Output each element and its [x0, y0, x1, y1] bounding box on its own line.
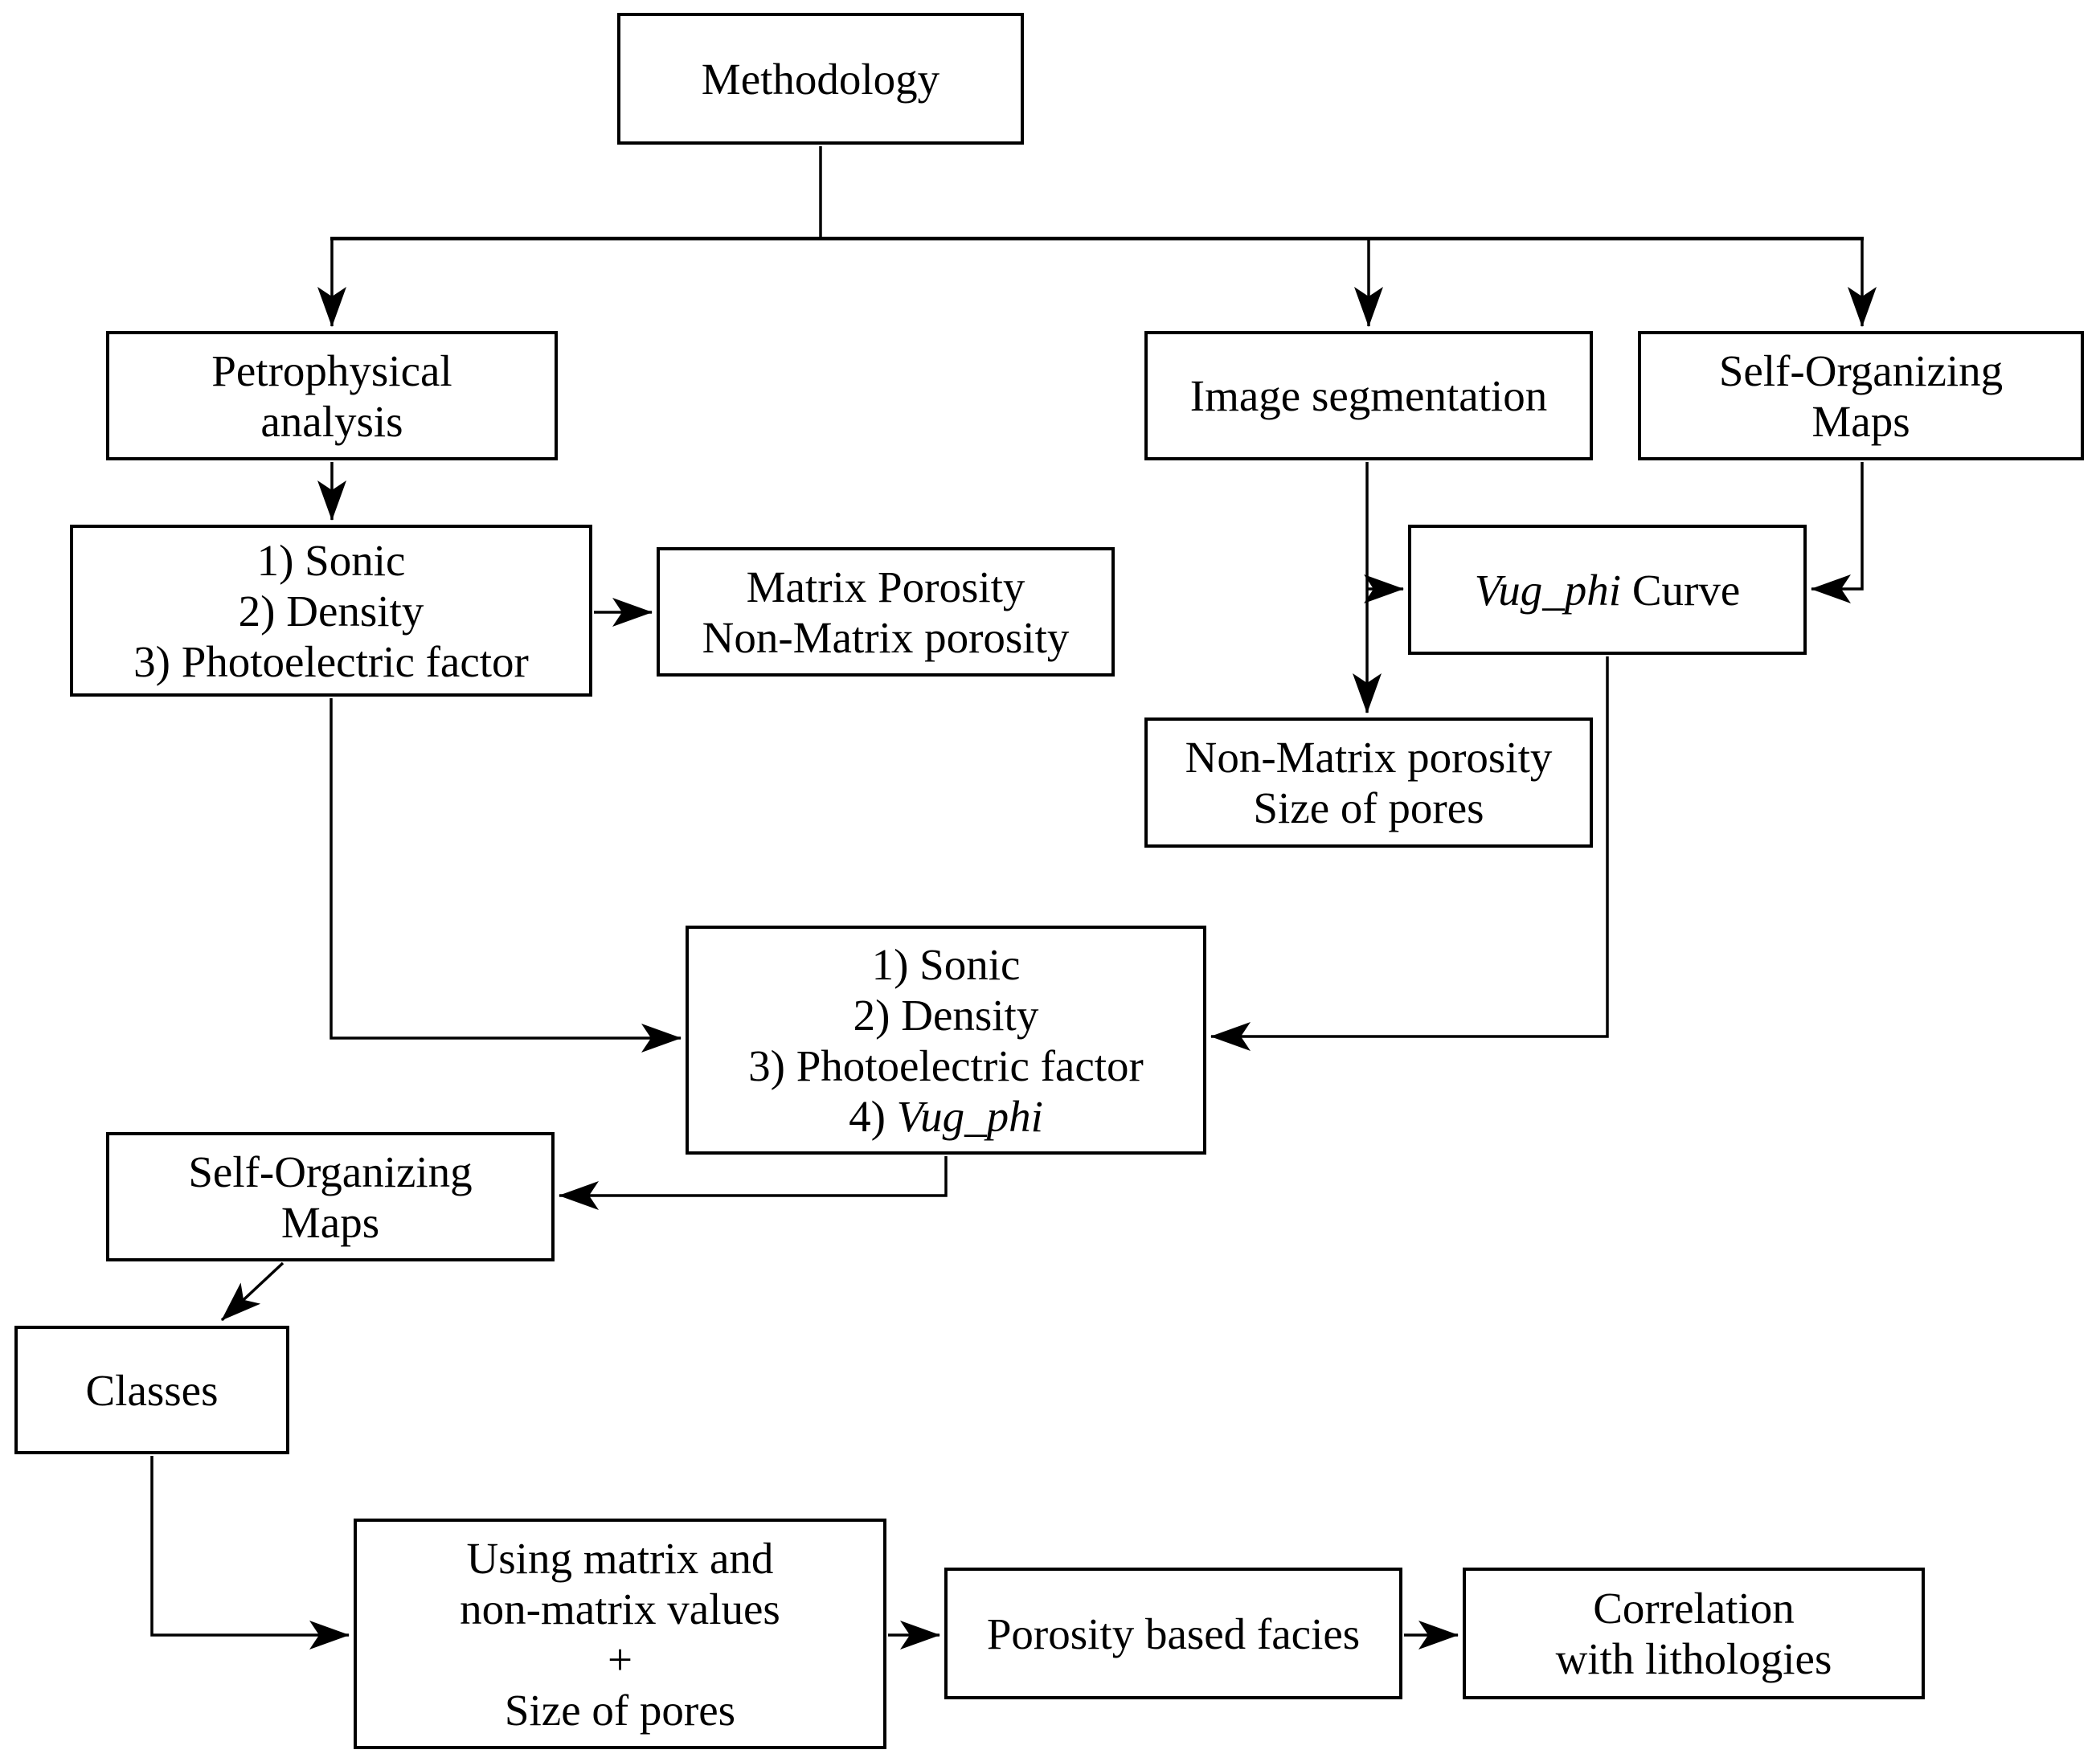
- edge-som-to-vugphi: [1811, 462, 1864, 603]
- node-methodology: Methodology: [617, 13, 1024, 145]
- node-classes-label: Classes: [85, 1365, 219, 1415]
- node-correlation-line1: Correlation: [1593, 1584, 1795, 1633]
- node-using-matrix-values: Using matrix and non-matrix values + Siz…: [354, 1519, 886, 1749]
- node-using-line1: Using matrix and: [466, 1533, 774, 1583]
- node-logs3-line3: 3) Photoelectric factor: [133, 636, 529, 686]
- node-using-line3: +: [607, 1634, 633, 1684]
- node-correlation-line2: with lithologies: [1555, 1634, 1832, 1683]
- node-using-line2: non-matrix values: [460, 1584, 780, 1633]
- node-nonmatrix-line1: Non-Matrix porosity: [1185, 733, 1553, 782]
- node-correlation-with-lithologies: Correlation with lithologies: [1463, 1568, 1925, 1699]
- node-logs3-line1: 1) Sonic: [256, 535, 406, 585]
- edge-som-lower-to-classes: [220, 1261, 285, 1322]
- node-log-inputs-3: 1) Sonic 2) Density 3) Photoelectric fac…: [70, 525, 592, 697]
- node-petrophysical-analysis: Petrophysical analysis: [106, 331, 558, 460]
- node-vugphi-italic: Vug_phi: [1474, 565, 1622, 615]
- node-self-organizing-maps-lower: Self-Organizing Maps: [106, 1132, 555, 1261]
- node-classes: Classes: [14, 1326, 289, 1454]
- node-som-lower-line2: Maps: [280, 1197, 380, 1247]
- node-matrix-line1: Matrix Porosity: [746, 562, 1025, 611]
- node-logs4-line3: 3) Photoelectric factor: [748, 1040, 1144, 1090]
- node-vug-phi-curve: Vug_phi Curve: [1408, 525, 1807, 655]
- node-logs3-line2: 2) Density: [238, 586, 424, 636]
- node-vugphi-rest: Curve: [1621, 565, 1741, 615]
- node-methodology-label: Methodology: [701, 54, 940, 104]
- node-nonmatrix-line2: Size of pores: [1253, 783, 1484, 832]
- node-logs4-line1: 1) Sonic: [871, 939, 1021, 989]
- node-self-organizing-maps-top: Self-Organizing Maps: [1638, 331, 2084, 460]
- node-logs4-line2: 2) Density: [853, 990, 1039, 1040]
- node-image-segmentation: Image segmentation: [1144, 331, 1593, 460]
- edge-logs4-to-som-lower: [559, 1156, 948, 1210]
- node-logs4-line4-prefix: 4): [849, 1091, 897, 1141]
- node-som-top-line2: Maps: [1811, 396, 1910, 446]
- edge-logs3-to-logs4: [330, 698, 682, 1053]
- node-log-inputs-4: 1) Sonic 2) Density 3) Photoelectric fac…: [686, 926, 1206, 1155]
- node-petrophysical-line1: Petrophysical: [211, 345, 452, 395]
- node-matrix-porosity: Matrix Porosity Non-Matrix porosity: [657, 547, 1115, 677]
- node-logs4-line4: 4) Vug_phi: [849, 1091, 1043, 1142]
- node-som-top-line1: Self-Organizing: [1718, 345, 2004, 395]
- node-petrophysical-line2: analysis: [260, 396, 403, 446]
- node-vugphi-label: Vug_phi Curve: [1475, 565, 1740, 615]
- node-logs4-line4-italic: Vug_phi: [896, 1091, 1043, 1141]
- node-non-matrix-porosity: Non-Matrix porosity Size of pores: [1144, 717, 1593, 848]
- node-image-segmentation-label: Image segmentation: [1189, 371, 1548, 420]
- edge-vugphi-to-logs4: [1210, 656, 1609, 1051]
- edge-classes-to-using-matrix: [150, 1456, 350, 1650]
- node-porosity-based-facies: Porosity based facies: [944, 1568, 1402, 1699]
- node-som-lower-line1: Self-Organizing: [188, 1147, 473, 1196]
- node-using-line4: Size of pores: [504, 1685, 736, 1735]
- node-matrix-line2: Non-Matrix porosity: [702, 612, 1070, 662]
- node-facies-label: Porosity based facies: [986, 1609, 1361, 1658]
